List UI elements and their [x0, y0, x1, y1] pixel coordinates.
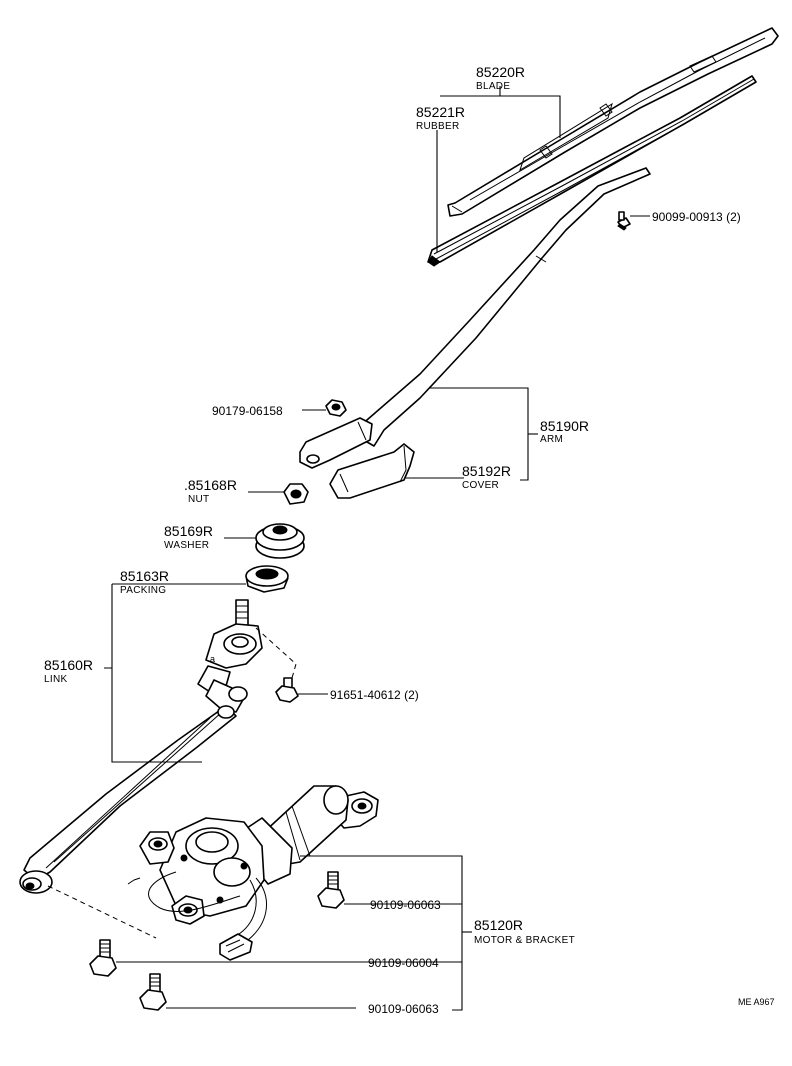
washer-part-number: 85169R: [164, 523, 213, 539]
wiper-blade-drawing: [447, 27, 779, 217]
motor-bolt-1-part-number: 90109-06063: [370, 898, 441, 912]
arm-nut-part-number: 90179-06158: [212, 404, 283, 418]
wiper-arm-drawing: [299, 167, 651, 469]
cover-name: COVER: [462, 480, 499, 491]
cover-part-number: 85192R: [462, 463, 511, 479]
link-part-number: 85160R: [44, 657, 93, 673]
motor-name: MOTOR & BRACKET: [474, 935, 575, 946]
motor-bolt-1-drawing: [317, 871, 345, 909]
motor-bolt-2-drawing: [89, 939, 117, 977]
arm-name: ARM: [540, 434, 563, 445]
rubber-name: RUBBER: [416, 121, 459, 132]
blade-part-number: 85220R: [476, 64, 525, 80]
blade-name: BLADE: [476, 81, 510, 92]
motor-part-number: 85120R: [474, 917, 523, 933]
washer-name: WASHER: [164, 540, 209, 551]
nut-drawing: [283, 483, 309, 505]
nut-name: NUT: [188, 494, 209, 505]
arm-cover-drawing: [329, 443, 415, 499]
link-name: LINK: [44, 674, 67, 685]
packing-part-number: 85163R: [120, 568, 169, 584]
arm-part-number: 85190R: [540, 418, 589, 434]
link-bolt-part-number: 91651-40612 (2): [330, 688, 419, 702]
washer-drawing: [255, 523, 305, 559]
motor-bracket-drawing: [127, 785, 379, 961]
link-bolt-drawing: [275, 677, 299, 703]
leader-lines: [104, 86, 650, 1011]
rubber-part-number: 85221R: [416, 104, 465, 120]
nut-part-number: .85168R: [184, 477, 237, 493]
bolt-top-drawing: [617, 211, 631, 231]
bolt-top-part-number: 90099-00913 (2): [652, 210, 741, 224]
arm-nut-drawing: [325, 399, 347, 417]
dashed-line-link-bolt: [255, 627, 297, 679]
motor-bolt-3-drawing: [139, 973, 167, 1011]
link-letter-a: a: [210, 654, 215, 664]
wiper-rubber-drawing: [427, 75, 757, 267]
packing-name: PACKING: [120, 585, 166, 596]
motor-bolt-3-part-number: 90109-06063: [368, 1002, 439, 1016]
dashed-line-link-to-motor: [47, 885, 157, 939]
figure-code: ME A967: [738, 997, 775, 1007]
packing-drawing: [245, 565, 289, 593]
link-drawing: a: [19, 599, 263, 894]
motor-bolt-2-part-number: 90109-06004: [368, 956, 439, 970]
